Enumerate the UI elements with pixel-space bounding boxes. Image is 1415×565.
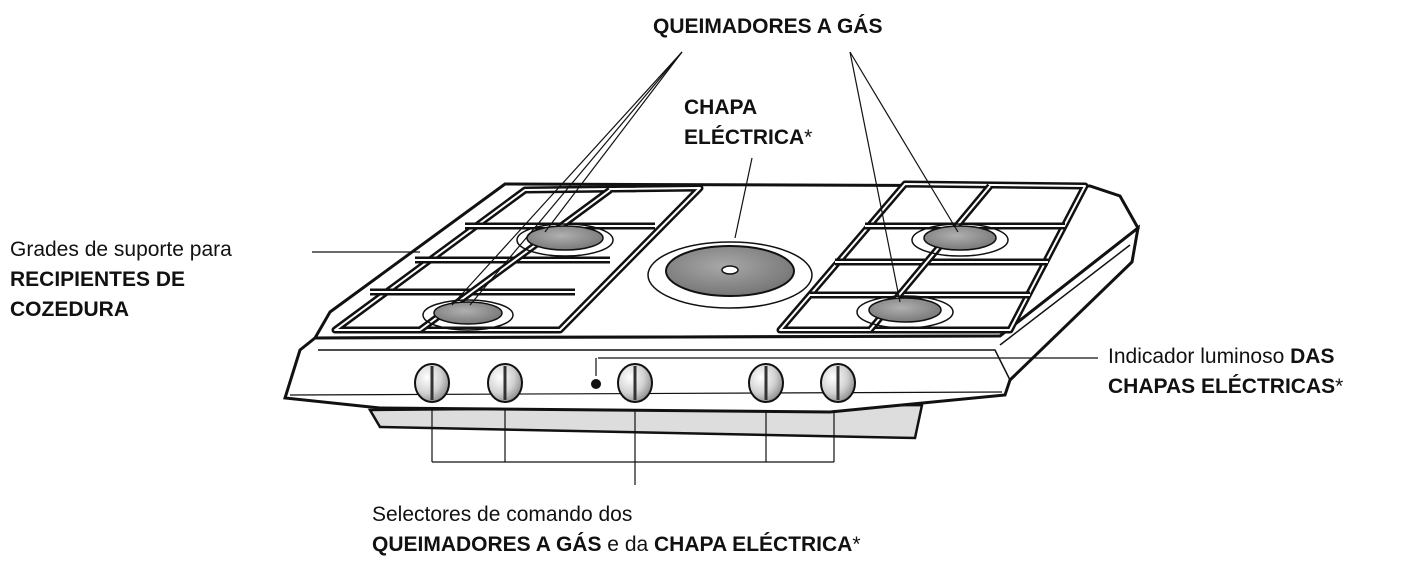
- right-burners: [856, 223, 1009, 329]
- grates-line3: COZEDURA: [10, 298, 129, 321]
- selectors-asterisk: *: [852, 533, 861, 556]
- electric-plate-line1: CHAPA: [684, 96, 758, 119]
- indicator-line1-normal: Indicador luminoso: [1108, 345, 1291, 368]
- selectors-label: Selectores de comando dos QUEIMADORES A …: [372, 500, 861, 560]
- grates-line2: RECIPIENTES DE: [10, 268, 186, 291]
- electric-plate-asterisk: *: [804, 126, 813, 149]
- selectors-line2-bold-b: CHAPA ELÉCTRICA: [654, 533, 853, 556]
- hob-body: [283, 182, 1141, 440]
- electric-plate-label: CHAPA ELÉCTRICA*: [684, 93, 812, 153]
- gas-burners-label: QUEIMADORES A GÁS: [653, 15, 883, 38]
- control-knobs: [414, 363, 856, 403]
- left-grate: [331, 184, 704, 334]
- left-burners: [422, 223, 614, 331]
- indicator-asterisk: *: [1335, 375, 1344, 398]
- electric-plate: [647, 241, 813, 309]
- knob-3: [617, 363, 653, 403]
- knob-5: [820, 363, 856, 403]
- knob-2: [487, 363, 523, 403]
- indicator-label: Indicador luminoso DAS CHAPAS ELÉCTRICAS…: [1108, 342, 1343, 402]
- selectors-line1: Selectores de comando dos: [372, 503, 633, 526]
- knob-1: [414, 363, 450, 403]
- selectors-line2-bold-a: QUEIMADORES A GÁS: [372, 533, 602, 556]
- grates-line1: Grades de suporte para: [10, 238, 232, 261]
- leader-lines: [312, 51, 1098, 485]
- indicator-line2-bold: CHAPAS ELÉCTRICAS: [1108, 375, 1336, 398]
- electric-plate-line2: ELÉCTRICA: [684, 126, 805, 149]
- selectors-line2-normal: e da: [601, 533, 655, 556]
- indicator-line1-bold: DAS: [1290, 345, 1335, 368]
- indicator-light: [591, 379, 601, 389]
- grates-label: Grades de suporte para RECIPIENTES DE CO…: [10, 235, 232, 325]
- knob-4: [748, 363, 784, 403]
